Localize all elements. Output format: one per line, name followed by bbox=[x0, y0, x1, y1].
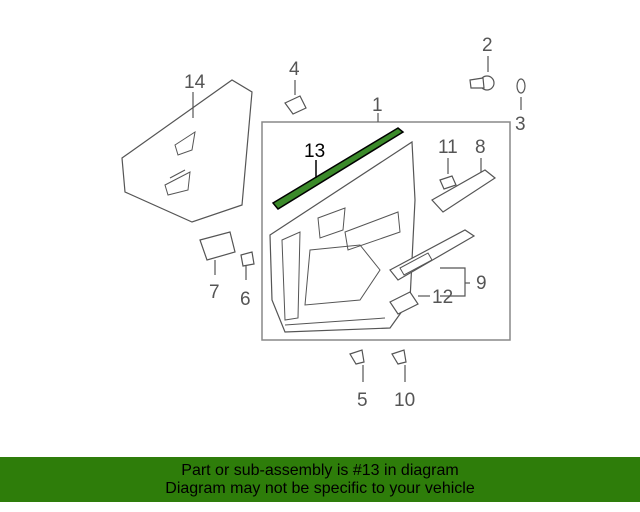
callout-2: 2 bbox=[482, 35, 493, 56]
part-7-plate bbox=[199, 231, 236, 261]
part-13-belt-moulding bbox=[271, 127, 405, 210]
callout-7: 7 bbox=[209, 282, 220, 303]
callout-1: 1 bbox=[372, 95, 383, 116]
callout-5: 5 bbox=[357, 390, 368, 411]
callout-13: 13 bbox=[304, 141, 325, 162]
part-6-clip bbox=[240, 251, 255, 267]
callout-11: 11 bbox=[438, 137, 458, 158]
part-3-clip bbox=[516, 78, 526, 94]
callout-14: 14 bbox=[184, 72, 206, 93]
notice-line-1: Part or sub-assembly is #13 in diagram bbox=[181, 462, 459, 479]
part-8-pull-handle bbox=[431, 169, 497, 213]
leader-line-9 bbox=[440, 267, 466, 297]
part-9-switch-bezel bbox=[389, 229, 476, 281]
callout-12: 12 bbox=[432, 287, 453, 308]
part-10-screw bbox=[391, 349, 407, 365]
callout-3: 3 bbox=[515, 114, 526, 135]
part-12-window-switch bbox=[389, 291, 419, 315]
callout-6: 6 bbox=[240, 289, 251, 310]
part-14-water-shield bbox=[121, 79, 253, 223]
notice-line-2: Diagram may not be specific to your vehi… bbox=[165, 480, 475, 497]
part-4-bracket bbox=[284, 95, 307, 115]
callout-9: 9 bbox=[476, 273, 487, 294]
part-11-switch bbox=[439, 175, 457, 190]
callout-4: 4 bbox=[289, 59, 300, 80]
callout-8: 8 bbox=[475, 137, 486, 158]
part-5-screw bbox=[349, 349, 365, 365]
part-1-door-trim-panel bbox=[269, 140, 416, 333]
callout-10: 10 bbox=[394, 390, 415, 411]
part-2-screw bbox=[469, 75, 495, 91]
diagram-notice-banner: Part or sub-assembly is #13 in diagram D… bbox=[0, 457, 640, 502]
